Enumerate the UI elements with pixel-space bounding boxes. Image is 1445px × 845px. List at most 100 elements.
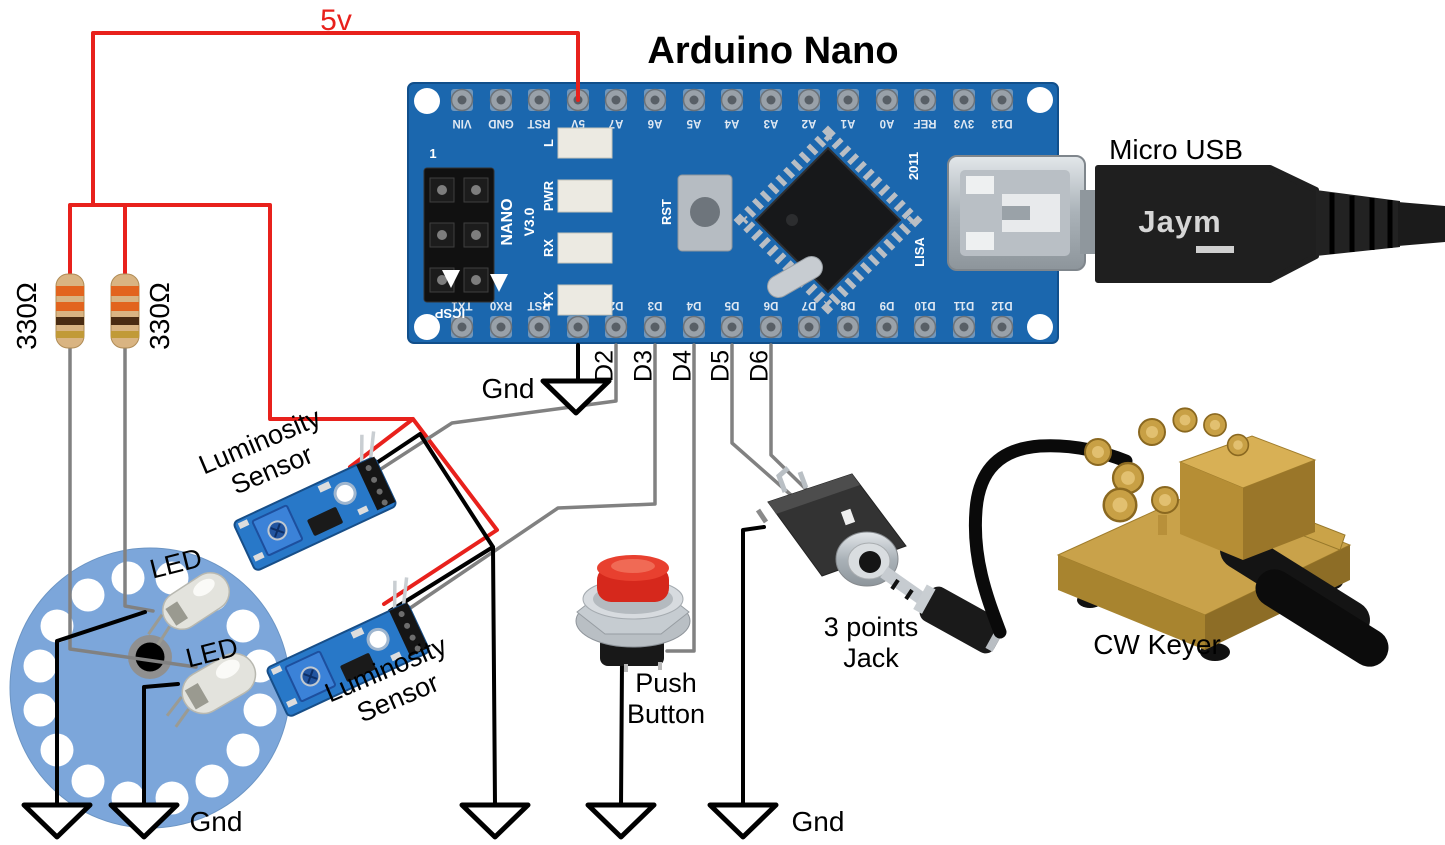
svg-text:REF: REF: [914, 117, 937, 129]
svg-text:GND: GND: [488, 117, 514, 129]
label-micro-usb: Micro USB: [1109, 133, 1243, 165]
svg-text:A3: A3: [764, 117, 779, 129]
wire-gnd-jack: [741, 525, 766, 809]
svg-text:A7: A7: [609, 117, 624, 129]
crystal-oscillator: [767, 256, 823, 298]
usb-cord: [1398, 202, 1445, 246]
label-jack-line1: 3 points: [823, 611, 919, 642]
silk-icsp: ICSP: [435, 306, 466, 321]
wire-gnd-sensors: [358, 432, 497, 807]
svg-text:D5: D5: [724, 299, 739, 311]
board-led-labels: L PWR RX TX: [541, 139, 556, 308]
svg-text:L: L: [541, 139, 556, 147]
silk-pin1: 1: [429, 146, 436, 161]
svg-text:A6: A6: [648, 117, 663, 129]
keyer-cable: [968, 439, 1133, 639]
label-gnd-bottom-right: Gnd: [791, 805, 845, 837]
silk-version: V3.0: [521, 207, 537, 236]
label-pin-d2: D2: [590, 350, 619, 382]
wire-5v: [68, 31, 580, 606]
svg-text:A2: A2: [802, 117, 817, 129]
svg-text:D6: D6: [764, 299, 779, 311]
label-resistor-1: 330Ω: [10, 282, 42, 350]
label-resistor-2: 330Ω: [143, 282, 175, 350]
svg-text:VIN: VIN: [452, 117, 471, 129]
label-pin-d6: D6: [745, 350, 774, 382]
label-jack: 3 points Jack: [824, 612, 919, 674]
wire-d2-sensor1: [365, 343, 618, 480]
usb-strain-relief: [1316, 190, 1400, 256]
svg-text:D10: D10: [914, 299, 935, 311]
svg-text:RST: RST: [528, 117, 551, 129]
silk-model: NANO: [499, 198, 516, 245]
svg-text:D8: D8: [840, 299, 855, 311]
led-1: [147, 571, 231, 646]
silk-year: 2011: [906, 152, 921, 180]
label-pin-d4: D4: [668, 350, 697, 382]
svg-text:TX: TX: [541, 291, 556, 308]
ground-symbol-sensors: [462, 805, 528, 837]
usb-brand-text: Jaym: [1138, 204, 1222, 240]
wire-d3-sensor2: [395, 343, 657, 619]
svg-text:RST: RST: [659, 199, 674, 225]
wire-resistor1-to-led: [68, 342, 198, 669]
svg-text:PWR: PWR: [541, 180, 556, 211]
wire-gnd-led2: [142, 682, 180, 809]
silk-triangle-2: [490, 274, 508, 292]
label-gnd-arduino: Gnd: [481, 372, 535, 404]
usb-cable: [1080, 165, 1445, 283]
label-jack-line2: Jack: [843, 643, 899, 673]
silk-brand: LISA: [912, 237, 927, 267]
label-push-button-line2: Button: [626, 699, 706, 729]
silk-triangle-1: [442, 270, 460, 288]
svg-text:A1: A1: [840, 117, 855, 129]
reset-button: RST: [659, 174, 733, 252]
ground-symbol-led1: [24, 805, 90, 837]
wire-gnd-led1: [55, 610, 147, 809]
icsp-header: [423, 167, 495, 303]
label-gnd-bottom-left: Gnd: [189, 805, 243, 837]
wire-d6-jack: [769, 343, 819, 502]
label-5v: 5v: [320, 3, 352, 37]
ground-symbol-jack: [710, 805, 776, 837]
board-silkscreen: VIN GND RST 5V A7 A6 A5 A4 A3 A2 A1 A0 R…: [451, 117, 1013, 311]
disc-center-hole: [135, 642, 165, 672]
keyer-paddles: [1220, 531, 1389, 667]
svg-text:D7: D7: [802, 299, 817, 311]
cw-keyer: [1056, 407, 1389, 667]
svg-text:D9: D9: [880, 299, 895, 311]
board-leds: [557, 127, 613, 316]
usb-ribs: [1329, 193, 1393, 254]
led-2: [165, 652, 257, 728]
wire-d5-jack: [730, 343, 793, 497]
label-pin-d5: D5: [706, 350, 735, 382]
svg-text:A4: A4: [724, 117, 739, 129]
resistor-1: [55, 273, 85, 349]
resistor-2: [110, 273, 140, 349]
label-push-button: Push Button: [627, 668, 705, 730]
svg-text:D11: D11: [953, 299, 974, 311]
ground-symbol-button: [588, 805, 654, 837]
mini-usb-connector: [947, 155, 1086, 271]
wire-gnd-button: [619, 660, 624, 809]
svg-text:3V3: 3V3: [954, 117, 974, 129]
svg-text:D12: D12: [991, 299, 1012, 311]
svg-text:D4: D4: [686, 299, 701, 311]
arduino-nano-board: VIN GND RST 5V A7 A6 A5 A4 A3 A2 A1 A0 R…: [407, 82, 1086, 344]
keyer-knobs: [1084, 407, 1250, 535]
audio-jack: [755, 439, 1133, 654]
svg-text:D3: D3: [648, 299, 663, 311]
label-pin-d3: D3: [629, 350, 658, 382]
mcu-chip: [733, 125, 923, 315]
svg-text:RST: RST: [528, 299, 551, 311]
push-button: [575, 555, 691, 672]
luminosity-sensor-1: [233, 431, 397, 571]
svg-text:A5: A5: [686, 117, 701, 129]
svg-text:RX0: RX0: [490, 299, 512, 311]
page-title: Arduino Nano: [647, 30, 899, 73]
wire-resistor2-to-led: [123, 342, 155, 613]
svg-text:A0: A0: [880, 117, 895, 129]
svg-text:D13: D13: [991, 117, 1012, 129]
